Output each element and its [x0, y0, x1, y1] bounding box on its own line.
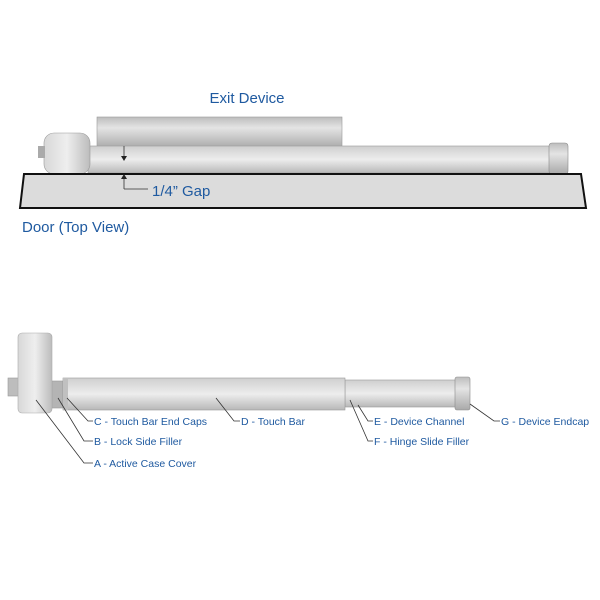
- label-e-device-channel: E - Device Channel: [374, 416, 464, 428]
- device-endcap: [454, 376, 471, 411]
- label-g-device-endcap: G - Device Endcap: [501, 416, 589, 428]
- device-endcap-top: [548, 142, 569, 175]
- gap-indicator: [121, 146, 148, 190]
- touch-bar: [62, 377, 346, 411]
- label-f-hinge-slide-filler: F - Hinge Slide Filler: [374, 436, 470, 448]
- latch-bolt: [7, 377, 20, 397]
- label-b-lock-side-filler: B - Lock Side Filler: [94, 436, 183, 448]
- label-d-touch-bar: D - Touch Bar: [241, 416, 306, 428]
- door-top-view: [18, 173, 588, 209]
- touch-bar-end-cap: [63, 378, 68, 410]
- latch-top: [38, 146, 45, 158]
- exit-device-top-view: [38, 116, 569, 175]
- device-channel-top: [87, 145, 553, 174]
- case-cover-top: [43, 132, 91, 175]
- exit-device-title: Exit Device: [209, 90, 284, 107]
- label-c-touch-bar-end-caps: C - Touch Bar End Caps: [94, 416, 207, 428]
- active-case-cover: [17, 332, 53, 414]
- device-channel: [344, 379, 458, 408]
- exit-device-front-view: [7, 332, 471, 414]
- touch-bar-top: [96, 116, 343, 149]
- gap-label: 1/4” Gap: [152, 183, 210, 200]
- leader-lines: [35, 397, 500, 464]
- label-a-active-case-cover: A - Active Case Cover: [94, 458, 197, 470]
- door-label: Door (Top View): [22, 219, 129, 236]
